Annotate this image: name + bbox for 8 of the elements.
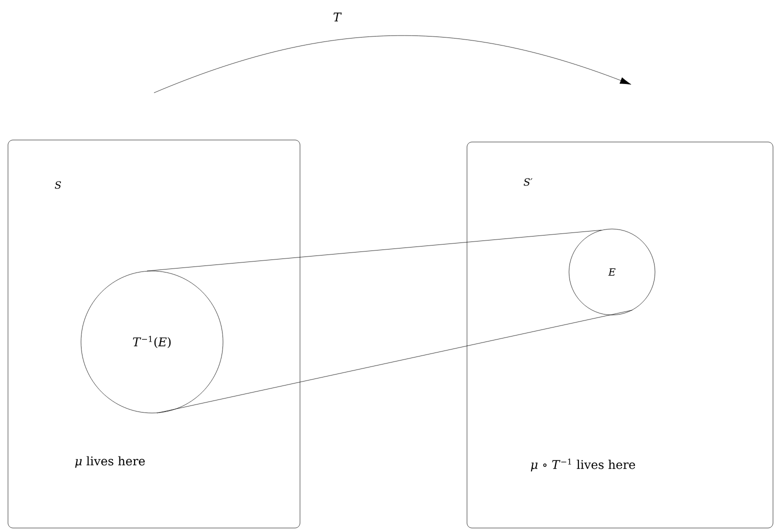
mapping-arrow [154,36,632,93]
edge-label: T [334,12,342,22]
measure-note: μ ∘ T$^{−1}$ lives here [530,458,636,472]
set-label: S′ [524,178,532,186]
tangent-line [146,230,602,272]
tangent-line [156,310,632,414]
measure-note: μ lives here [75,456,145,468]
set-label: S [54,181,61,189]
